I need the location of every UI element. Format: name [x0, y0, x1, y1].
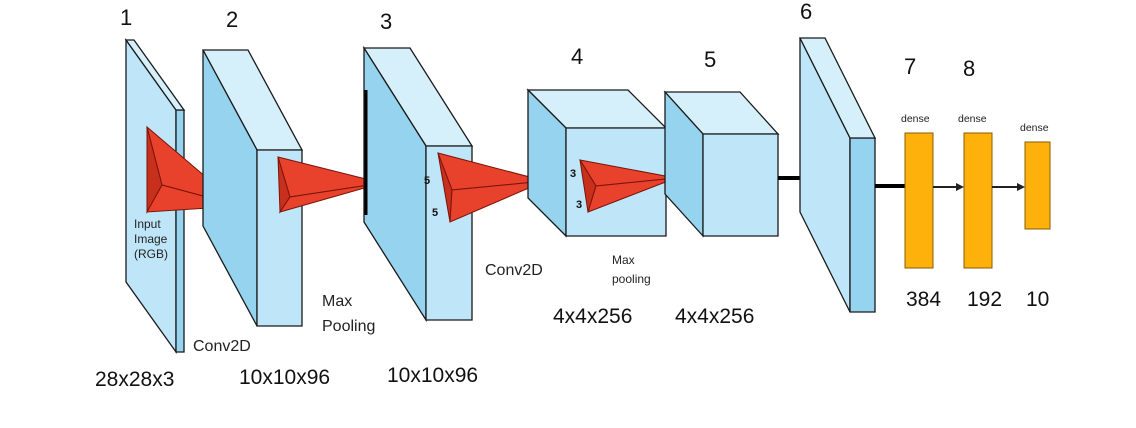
op-max-pooling-1-line-1: Max — [322, 293, 352, 310]
dense-layer-3 — [1024, 141, 1051, 230]
layer-number-2: 2 — [226, 7, 238, 32]
layer-number-4: 4 — [571, 44, 583, 69]
conv-kernel-height: 5 — [424, 175, 430, 187]
dense-units-1: 384 — [906, 288, 941, 311]
input-label-line-3: (RGB) — [134, 247, 168, 261]
conv-volume-1 — [201, 49, 304, 327]
pool-kernel-width: 3 — [576, 199, 582, 211]
layer-number-5: 5 — [704, 47, 716, 72]
layer-number-7: 7 — [904, 54, 916, 79]
conv-kernel-width: 5 — [432, 207, 438, 219]
pool-kernel-height: 3 — [570, 168, 576, 180]
dimension-layer-4: 4x4x256 — [553, 305, 632, 328]
layer-number-3: 3 — [380, 9, 392, 34]
conv-kernel-pyramid-2 — [437, 152, 546, 223]
op-max-pooling-2-line-2: pooling — [612, 272, 651, 286]
pool-kernel-pyramid — [578, 159, 677, 213]
dense-label-2: dense — [958, 113, 987, 125]
input-label-line-1: Input — [134, 217, 161, 231]
flatten-slab — [798, 37, 877, 313]
pool-volume-2 — [663, 90, 780, 238]
dense-arrow-2 — [992, 183, 1025, 191]
op-max-pooling-2-line-1: Max — [612, 253, 635, 267]
dense-layer-1 — [904, 132, 934, 269]
dense-units-2: 192 — [967, 288, 1002, 311]
layer-number-1: 1 — [120, 5, 132, 30]
conv-kernel-pyramid-1 — [277, 156, 383, 214]
dimension-layer-1: 28x28x3 — [95, 368, 174, 391]
dense-layer-2 — [963, 132, 993, 269]
op-conv2d-2: Conv2D — [485, 262, 543, 279]
dimension-layer-5: 4x4x256 — [675, 305, 754, 328]
layer-number-6: 6 — [800, 0, 812, 24]
dense-label-1: dense — [901, 113, 930, 125]
dense-arrow-1 — [933, 183, 964, 191]
layer-number-8: 8 — [963, 56, 975, 81]
op-max-pooling-1-line-2: Pooling — [322, 318, 375, 335]
dimension-layer-3: 10x10x96 — [387, 364, 478, 387]
dense-units-3: 10 — [1026, 288, 1049, 311]
input-label-line-2: Image — [134, 232, 168, 246]
dimension-layer-2: 10x10x96 — [239, 366, 330, 389]
dense-label-3: dense — [1020, 122, 1049, 134]
op-conv2d-1: Conv2D — [193, 338, 251, 355]
